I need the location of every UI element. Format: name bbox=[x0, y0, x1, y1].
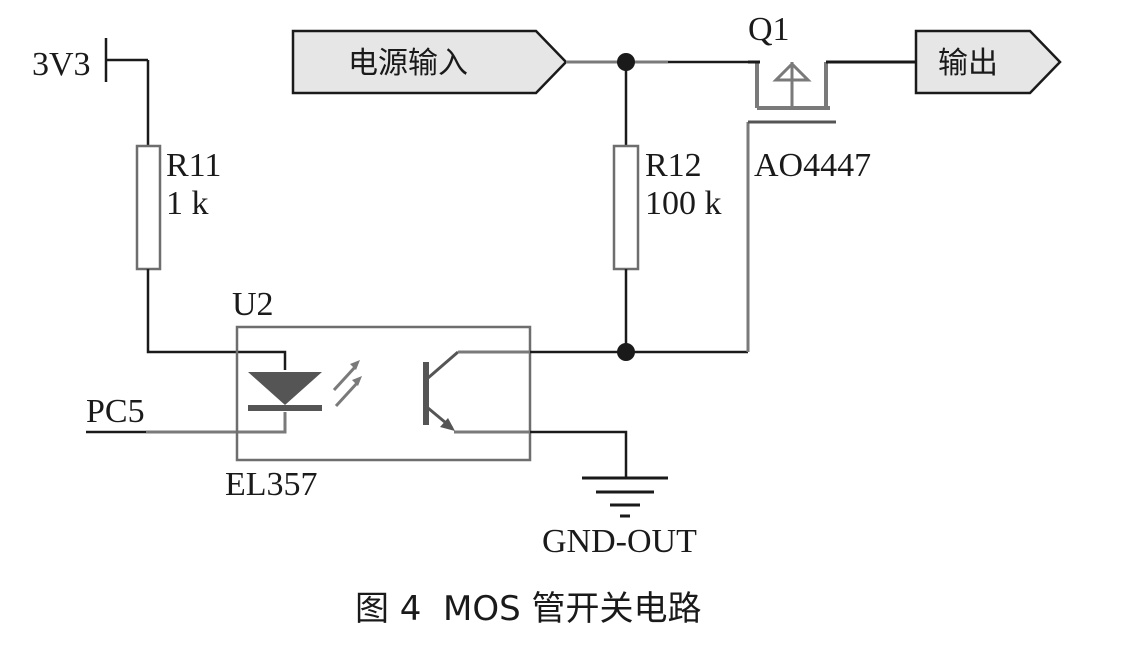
q1-ref-label: Q1 bbox=[748, 11, 790, 48]
output-port bbox=[914, 29, 1062, 95]
r11-value-label: 1 k bbox=[166, 185, 209, 222]
wire-emitter-gnd bbox=[530, 430, 628, 478]
supply-3v3-symbol bbox=[104, 38, 148, 82]
input-port-label: 电源输入 bbox=[348, 46, 468, 81]
resistor-r11 bbox=[135, 144, 162, 271]
u2-part-label: EL357 bbox=[225, 466, 318, 503]
pc5-label: PC5 bbox=[86, 393, 145, 430]
optocoupler-u2-body bbox=[235, 325, 532, 462]
resistor-r12 bbox=[612, 144, 640, 271]
input-port bbox=[291, 29, 568, 95]
wire-r11-led bbox=[146, 269, 287, 370]
figure-caption: 图 4 MOS 管开关电路 bbox=[355, 589, 702, 629]
led-symbol bbox=[248, 372, 322, 411]
supply-label: 3V3 bbox=[32, 46, 91, 83]
mosfet-q1-symbol bbox=[746, 60, 916, 352]
output-port-label: 输出 bbox=[938, 46, 998, 81]
ground-icon bbox=[582, 476, 668, 518]
q1-part-label: AO4447 bbox=[754, 147, 871, 184]
light-emission-arrows-icon bbox=[332, 360, 362, 408]
r12-value-label: 100 k bbox=[645, 185, 722, 222]
u2-ref-label: U2 bbox=[232, 286, 274, 323]
gnd-label: GND-OUT bbox=[542, 523, 697, 560]
r12-ref-label: R12 bbox=[645, 147, 702, 184]
phototransistor-symbol bbox=[423, 350, 530, 434]
wire-pc5-led bbox=[146, 412, 287, 434]
r11-ref-label: R11 bbox=[166, 147, 221, 184]
